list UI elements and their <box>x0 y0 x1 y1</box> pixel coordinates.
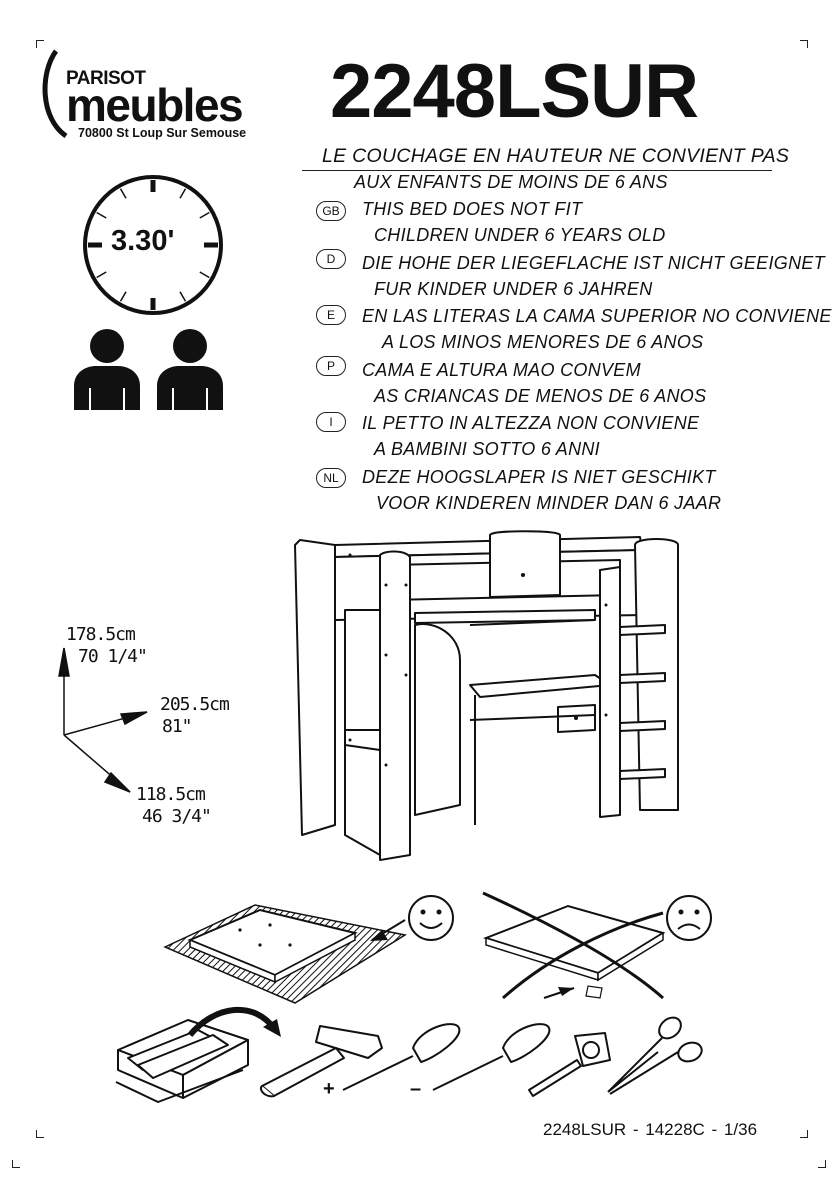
assembly-time: 3.30' <box>111 225 175 257</box>
warning-divider <box>302 170 772 171</box>
page-footer: 2248LSUR - 14228C - 1/36 <box>543 1120 758 1139</box>
crop-mark-bottom-right <box>800 1130 808 1138</box>
happy-face-icon <box>408 895 454 941</box>
crop-mark-top-left <box>36 40 44 48</box>
hammer-icon <box>260 1025 383 1098</box>
toolbox-icon <box>115 1019 249 1103</box>
lang-badge-gb: GB <box>316 201 346 221</box>
scissors-icon <box>607 1016 703 1095</box>
person-icon <box>157 329 223 410</box>
crop-mark-page-bottom-right <box>818 1160 826 1168</box>
warning-i-line-2: A BAMBINI SOTTO 6 ANNI <box>374 439 600 459</box>
flat-screwdriver-icon <box>432 1023 551 1091</box>
person-icon <box>74 329 140 410</box>
warning-p-line-2: AS CRIANCAS DE MENOS DE 6 ANOS <box>374 386 707 406</box>
depth-in: 46 3/4" <box>142 806 212 827</box>
height-in: 70 1/4" <box>78 646 148 667</box>
unprotected-floor-illustration <box>482 891 666 1000</box>
logo-arc-icon <box>42 49 68 139</box>
flat-sign: – <box>410 1078 422 1100</box>
warning-nl-line-2: VOOR KINDEREN MINDER DAN 6 JAAR <box>376 493 722 513</box>
lang-badge-i: I <box>316 412 346 432</box>
logo-brand-main: meubles <box>66 79 244 131</box>
warning-main-line-1: LE COUCHAGE EN HAUTEUR NE CONVIENT PAS <box>322 145 790 167</box>
logo-brand-top: PARISOT <box>66 68 146 89</box>
dimension-axes-diagram <box>58 647 148 793</box>
warning-main-line-2: AUX ENFANTS DE MOINS DE 6 ANS <box>354 172 668 192</box>
lang-badge-nl: NL <box>316 468 346 488</box>
warning-e-line-2: A LOS MINOS MENORES DE 6 ANOS <box>382 332 704 352</box>
tape-measure-icon <box>528 1032 611 1097</box>
height-cm: 178.5cm <box>66 624 136 645</box>
lang-badge-e: E <box>316 305 346 325</box>
warning-i-line-1: IL PETTO IN ALTEZZA NON CONVIENE <box>362 413 700 433</box>
crop-mark-top-right <box>800 40 808 48</box>
warning-e-line-1: EN LAS LITERAS LA CAMA SUPERIOR NO CONVI… <box>362 306 832 326</box>
warning-gb-line-2: CHILDREN UNDER 6 YEARS OLD <box>374 225 666 245</box>
crop-mark-bottom-left <box>36 1130 44 1138</box>
depth-cm: 118.5cm <box>136 784 206 805</box>
width-cm: 205.5cm <box>160 694 230 715</box>
protected-floor-illustration <box>163 904 408 1004</box>
phillips-screwdriver-icon <box>342 1023 461 1091</box>
warning-d-line-1: DIE HOHE DER LIEGEFLACHE IST NICHT GEEIG… <box>362 253 825 273</box>
warning-nl-line-1: DEZE HOOGSLAPER IS NIET GESCHIKT <box>362 467 716 487</box>
sad-face-icon <box>666 895 712 941</box>
warning-p-line-1: CAMA E ALTURA MAO CONVEM <box>362 360 641 380</box>
product-reference-title: 2248LSUR <box>330 49 699 134</box>
warning-d-line-2: FUR KINDER UNDER 6 JAHREN <box>374 279 653 299</box>
loft-bed-illustration <box>294 530 679 861</box>
lang-badge-p: P <box>316 356 346 376</box>
phillips-sign: + <box>323 1078 335 1100</box>
logo-address: 70800 St Loup Sur Semouse <box>78 126 247 140</box>
crop-mark-page-bottom-left <box>12 1160 20 1168</box>
move-arrow-icon <box>187 1006 281 1037</box>
lang-badge-d: D <box>316 249 346 269</box>
clock-icon <box>83 175 223 315</box>
warning-gb-line-1: THIS BED DOES NOT FIT <box>362 199 583 219</box>
width-in: 81" <box>162 716 192 737</box>
